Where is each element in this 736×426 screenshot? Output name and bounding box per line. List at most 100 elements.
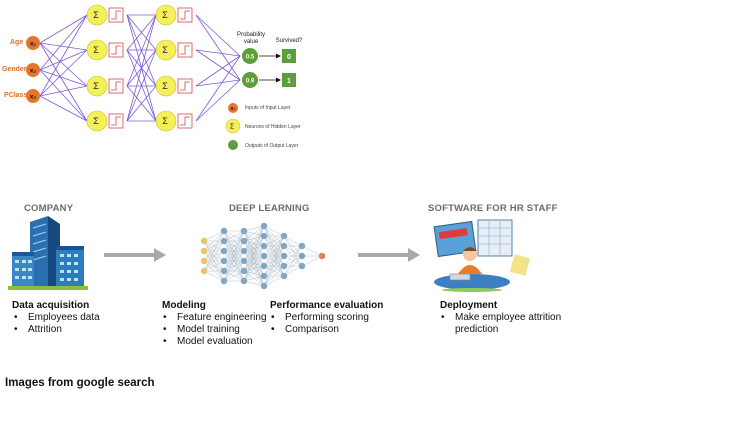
network-edge (195, 49, 241, 81)
network-edges (39, 14, 241, 122)
input-label-age: Age (10, 39, 24, 46)
dl-edge (223, 270, 245, 282)
dl-edge (263, 225, 285, 237)
dl-edge (263, 235, 285, 247)
modeling-heading: Modeling (162, 300, 206, 311)
arrow-company-to-dl (104, 248, 166, 262)
dl-node (240, 267, 248, 275)
company-buildings-icon (8, 216, 88, 290)
deployment-items-list: Make employee attrition prediction (439, 312, 569, 336)
dl-edge (203, 230, 225, 252)
hidden-neuron (86, 39, 108, 61)
hr-software-illustration (433, 219, 530, 292)
network-edge (39, 49, 88, 71)
dl-node (280, 252, 288, 260)
dl-node (240, 227, 248, 235)
software-title: SOFTWARE FOR HR STAFF (428, 203, 558, 214)
input-label-gender: Gender (2, 66, 27, 73)
hidden-neuron (86, 4, 108, 26)
activation-step-icon (111, 81, 121, 91)
company-item: Attrition (12, 324, 100, 336)
dl-edge (283, 245, 303, 277)
legend-hidden-symbol: Σ (230, 124, 235, 131)
network-edge (39, 69, 88, 122)
dl-node (220, 247, 228, 255)
dl-edge (263, 245, 285, 287)
probability-value-header: Probability value (236, 32, 265, 45)
activation-step-icon (180, 81, 190, 91)
network-edge (39, 42, 88, 87)
network-edge (126, 14, 157, 51)
dl-edge (243, 225, 265, 262)
network-edge (195, 14, 241, 57)
survived-result-box (282, 49, 296, 63)
network-edge (39, 42, 88, 122)
survived-header: Survived? (275, 38, 303, 44)
dl-node (220, 237, 228, 245)
arrow-dl-to-software (358, 248, 420, 262)
dl-node (280, 242, 288, 250)
data-acquisition-heading: Data acquisition (12, 300, 90, 311)
dl-edge (223, 230, 245, 242)
dl-node (220, 227, 228, 235)
dl-edge (301, 245, 323, 257)
dl-edge (203, 260, 225, 272)
dl-edge (223, 230, 245, 252)
network-edge (39, 85, 88, 97)
dl-node (260, 252, 268, 260)
performance-evaluation-heading: Performance evaluation (270, 300, 384, 311)
network-edge (195, 55, 241, 122)
network-edge (39, 14, 88, 97)
dl-node (298, 242, 306, 250)
output-probability: 0.9 (246, 79, 255, 85)
dl-node (220, 277, 228, 285)
dl-edge (263, 255, 285, 287)
dl-edge (203, 240, 225, 272)
dl-edge (243, 235, 265, 282)
output-arrowhead (276, 77, 281, 83)
legend-inputs-text: Inputs of Input Layer (245, 105, 291, 111)
hidden-neuron-sigma: Σ (162, 116, 168, 126)
dl-edge (223, 230, 245, 282)
legend-output-swatch (228, 140, 238, 150)
activation-step-icon (180, 10, 190, 20)
network-edge (195, 14, 241, 81)
survived-result: 0 (287, 54, 291, 61)
dl-edge (283, 235, 303, 247)
dl-edge (243, 225, 265, 252)
deep-learning-title: DEEP LEARNING (229, 203, 310, 214)
dl-node (298, 262, 306, 270)
hidden-neuron-sigma: Σ (93, 116, 99, 126)
input-node-label: x₁ (30, 41, 37, 48)
hidden-neuron-sigma: Σ (93, 10, 99, 20)
dl-node (240, 277, 248, 285)
hidden-neuron (86, 75, 108, 97)
company-item: Employees data (12, 312, 100, 324)
dl-edge (283, 245, 303, 257)
modeling-item: Feature engineering (161, 312, 267, 324)
dl-node (260, 222, 268, 230)
network-edge (39, 49, 88, 97)
activation-step-icon (111, 116, 121, 126)
activation-step-icon (111, 10, 121, 20)
dl-node (260, 232, 268, 240)
dl-edge (263, 275, 285, 287)
survived-result: 1 (287, 78, 291, 85)
dl-edge (263, 235, 285, 257)
footer-caption: Images from google search (5, 377, 155, 389)
network-edge (39, 69, 88, 87)
output-probability: 0.5 (246, 55, 255, 61)
legend-input-swatch (228, 103, 238, 113)
legend-input-symbol: x₁ (231, 106, 236, 112)
dl-edge (263, 265, 285, 287)
network-edge (126, 85, 157, 122)
dl-edge (301, 255, 323, 267)
input-node (26, 36, 40, 50)
input-node (26, 63, 40, 77)
modeling-item: Model evaluation (161, 336, 267, 348)
modeling-item: Model training (161, 324, 267, 336)
dl-node (200, 237, 208, 245)
network-edge (195, 79, 241, 122)
dl-edge (203, 270, 225, 282)
dl-node (260, 272, 268, 280)
